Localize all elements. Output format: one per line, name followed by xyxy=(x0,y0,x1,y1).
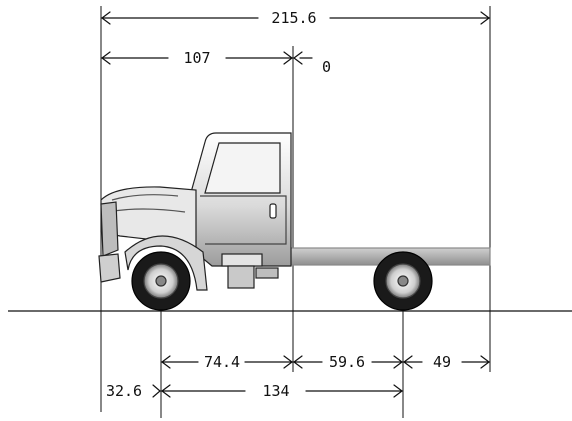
rear-wheel xyxy=(373,251,433,311)
dim-line-front-axle-to-cab xyxy=(161,355,293,369)
label-wheelbase: 134 xyxy=(262,382,289,400)
dimension-labels: 215.6 107 0 74.4 59.6 49 32.6 134 xyxy=(106,9,451,400)
front-bumper xyxy=(98,253,121,283)
cab-steps xyxy=(221,253,279,289)
grille xyxy=(100,201,119,257)
dim-line-cab-to-rear-axle xyxy=(293,355,403,369)
front-fender xyxy=(124,235,208,291)
cab-window xyxy=(204,142,281,194)
label-front-axle-to-cab: 74.4 xyxy=(204,353,240,371)
label-back-of-cab-marker: 0 xyxy=(322,58,331,76)
dim-line-wheelbase xyxy=(161,384,403,398)
hood xyxy=(100,186,197,249)
front-wheel xyxy=(131,251,191,311)
label-rear-overhang: 49 xyxy=(433,353,451,371)
label-bumper-to-cab: 107 xyxy=(183,49,210,67)
dim-line-front-overhang xyxy=(152,384,161,398)
cab-door xyxy=(200,195,287,245)
truck-illustration xyxy=(98,132,491,311)
door-handle xyxy=(269,203,277,219)
label-front-overhang: 32.6 xyxy=(106,382,142,400)
label-overall-length: 215.6 xyxy=(271,9,316,27)
dim-line-rear-overhang xyxy=(403,355,490,369)
dim-line-overall-length xyxy=(101,11,490,25)
dim-line-bumper-to-cab xyxy=(101,51,313,65)
label-cab-to-rear-axle: 59.6 xyxy=(329,353,365,371)
dimension-lines xyxy=(101,11,490,398)
